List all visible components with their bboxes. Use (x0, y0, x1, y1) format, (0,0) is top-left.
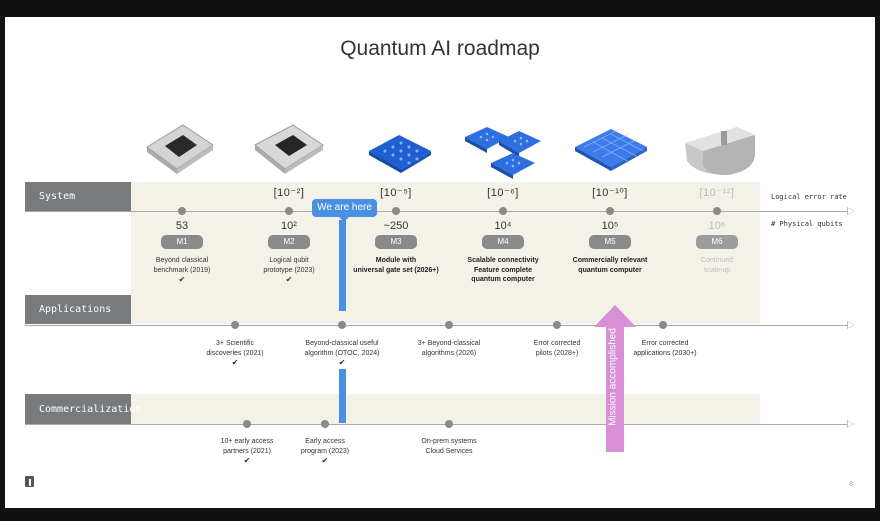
application-item-3: 3+ Beyond-classical algorithms (2026) (417, 340, 481, 357)
application-item-5: Error corrected applications (2030+) (633, 340, 697, 357)
chip-m2-icon (254, 124, 324, 174)
check-icon: ✔ (243, 456, 251, 465)
application-item-1: 3+ Scientific discoveries (2021) ✔ (206, 340, 264, 367)
commercialization-item-3: On-prem systems Cloud Services (421, 438, 477, 455)
milestone-desc-m2: Logical qubit prototype (2023) ✔ (263, 257, 315, 284)
google-quantum-logo-icon (25, 476, 34, 487)
logical-error-rate-label: Logical error rate (771, 193, 847, 201)
qubits-m3: ~250 (383, 220, 409, 232)
error-rate-m2: [10⁻²] (273, 187, 305, 199)
check-icon: ✔ (231, 358, 239, 367)
slide-title: Quantum AI roadmap (340, 37, 540, 60)
qubits-m6: 10⁶ (708, 220, 726, 232)
mission-accomplished-label: Mission accomplished (607, 328, 619, 426)
check-icon: ✔ (178, 275, 186, 284)
row-label-applications: Applications (25, 295, 131, 324)
error-rate-m6: [10⁻¹²] (699, 187, 735, 199)
system-dot-m5 (606, 207, 614, 215)
error-rate-m5: [10⁻¹⁰] (592, 187, 628, 199)
check-icon: ✔ (285, 275, 293, 284)
cryostat-m6-icon (685, 127, 755, 175)
qubits-m1: 53 (175, 220, 189, 232)
system-band (131, 182, 760, 295)
applications-dot-4 (553, 321, 561, 329)
milestone-desc-m6: Continued scale-up (701, 257, 733, 274)
commercialization-item-2: Early access program (2023) ✔ (300, 438, 350, 465)
physical-qubits-label: # Physical qubits (771, 220, 843, 228)
application-item-4: Error corrected pilots (2028+) (533, 340, 581, 357)
milestone-badge-m2: M2 (268, 235, 310, 249)
qubit-modules-m4-icon (465, 127, 541, 179)
applications-dot-1 (231, 321, 239, 329)
system-arrowhead (847, 207, 855, 215)
page-number: 8 (849, 481, 853, 488)
qubits-m2: 10² (281, 220, 297, 232)
milestone-desc-m1: Beyond classical benchmark (2019) ✔ (153, 257, 211, 284)
applications-dot-2 (338, 321, 346, 329)
commercialization-dot-2 (321, 420, 329, 428)
applications-timeline (25, 325, 847, 326)
commercialization-dot-3 (445, 420, 453, 428)
commercialization-band (131, 394, 760, 424)
qubit-array-m5-icon (575, 128, 647, 171)
check-icon: ✔ (338, 358, 346, 367)
commercialization-arrowhead (847, 420, 855, 428)
chip-m1-icon (146, 124, 214, 174)
milestone-badge-m4: M4 (482, 235, 524, 249)
applications-band (131, 295, 760, 324)
commercialization-timeline (25, 424, 847, 425)
we-are-here-pointer (339, 217, 349, 222)
system-dot-m2 (285, 207, 293, 215)
system-dot-m4 (499, 207, 507, 215)
milestone-badge-m6: M6 (696, 235, 738, 249)
system-dot-m1 (178, 207, 186, 215)
milestone-badge-m3: M3 (375, 235, 417, 249)
qubits-m4: 10⁴ (494, 220, 512, 232)
commercialization-dot-1 (243, 420, 251, 428)
slide: Quantum AI roadmap (5, 17, 875, 508)
system-timeline (25, 211, 847, 212)
milestone-badge-m1: M1 (161, 235, 203, 249)
applications-dot-5 (659, 321, 667, 329)
row-label-system: System (25, 182, 131, 211)
check-icon: ✔ (321, 456, 329, 465)
milestone-desc-m3: Module with universal gate set (2026+) (353, 257, 439, 274)
milestone-desc-m5: Commercially relevant quantum computer (572, 257, 648, 274)
qubits-m5: 10⁵ (601, 220, 619, 232)
application-item-2: Beyond-classical useful algorithm (OTOC,… (304, 340, 380, 367)
error-rate-m4: [10⁻⁶] (487, 187, 519, 199)
milestone-badge-m5: M5 (589, 235, 631, 249)
milestone-desc-m4: Scalable connectivity Feature complete q… (467, 257, 539, 283)
system-dot-m6 (713, 207, 721, 215)
we-are-here-bar-top (339, 220, 346, 311)
applications-dot-3 (445, 321, 453, 329)
commercialization-item-1: 10+ early access partners (2021) ✔ (220, 438, 274, 465)
error-rate-m3: [10⁻⁵] (380, 187, 412, 199)
mission-accomplished-arrow (594, 305, 636, 452)
we-are-here-bar-bottom (339, 369, 346, 423)
qubit-grid-m3-icon (369, 135, 431, 173)
we-are-here-callout: We are here (312, 199, 377, 217)
row-label-commercialization: Commercialization (25, 394, 141, 424)
applications-arrowhead (847, 321, 855, 329)
system-dot-m3 (392, 207, 400, 215)
